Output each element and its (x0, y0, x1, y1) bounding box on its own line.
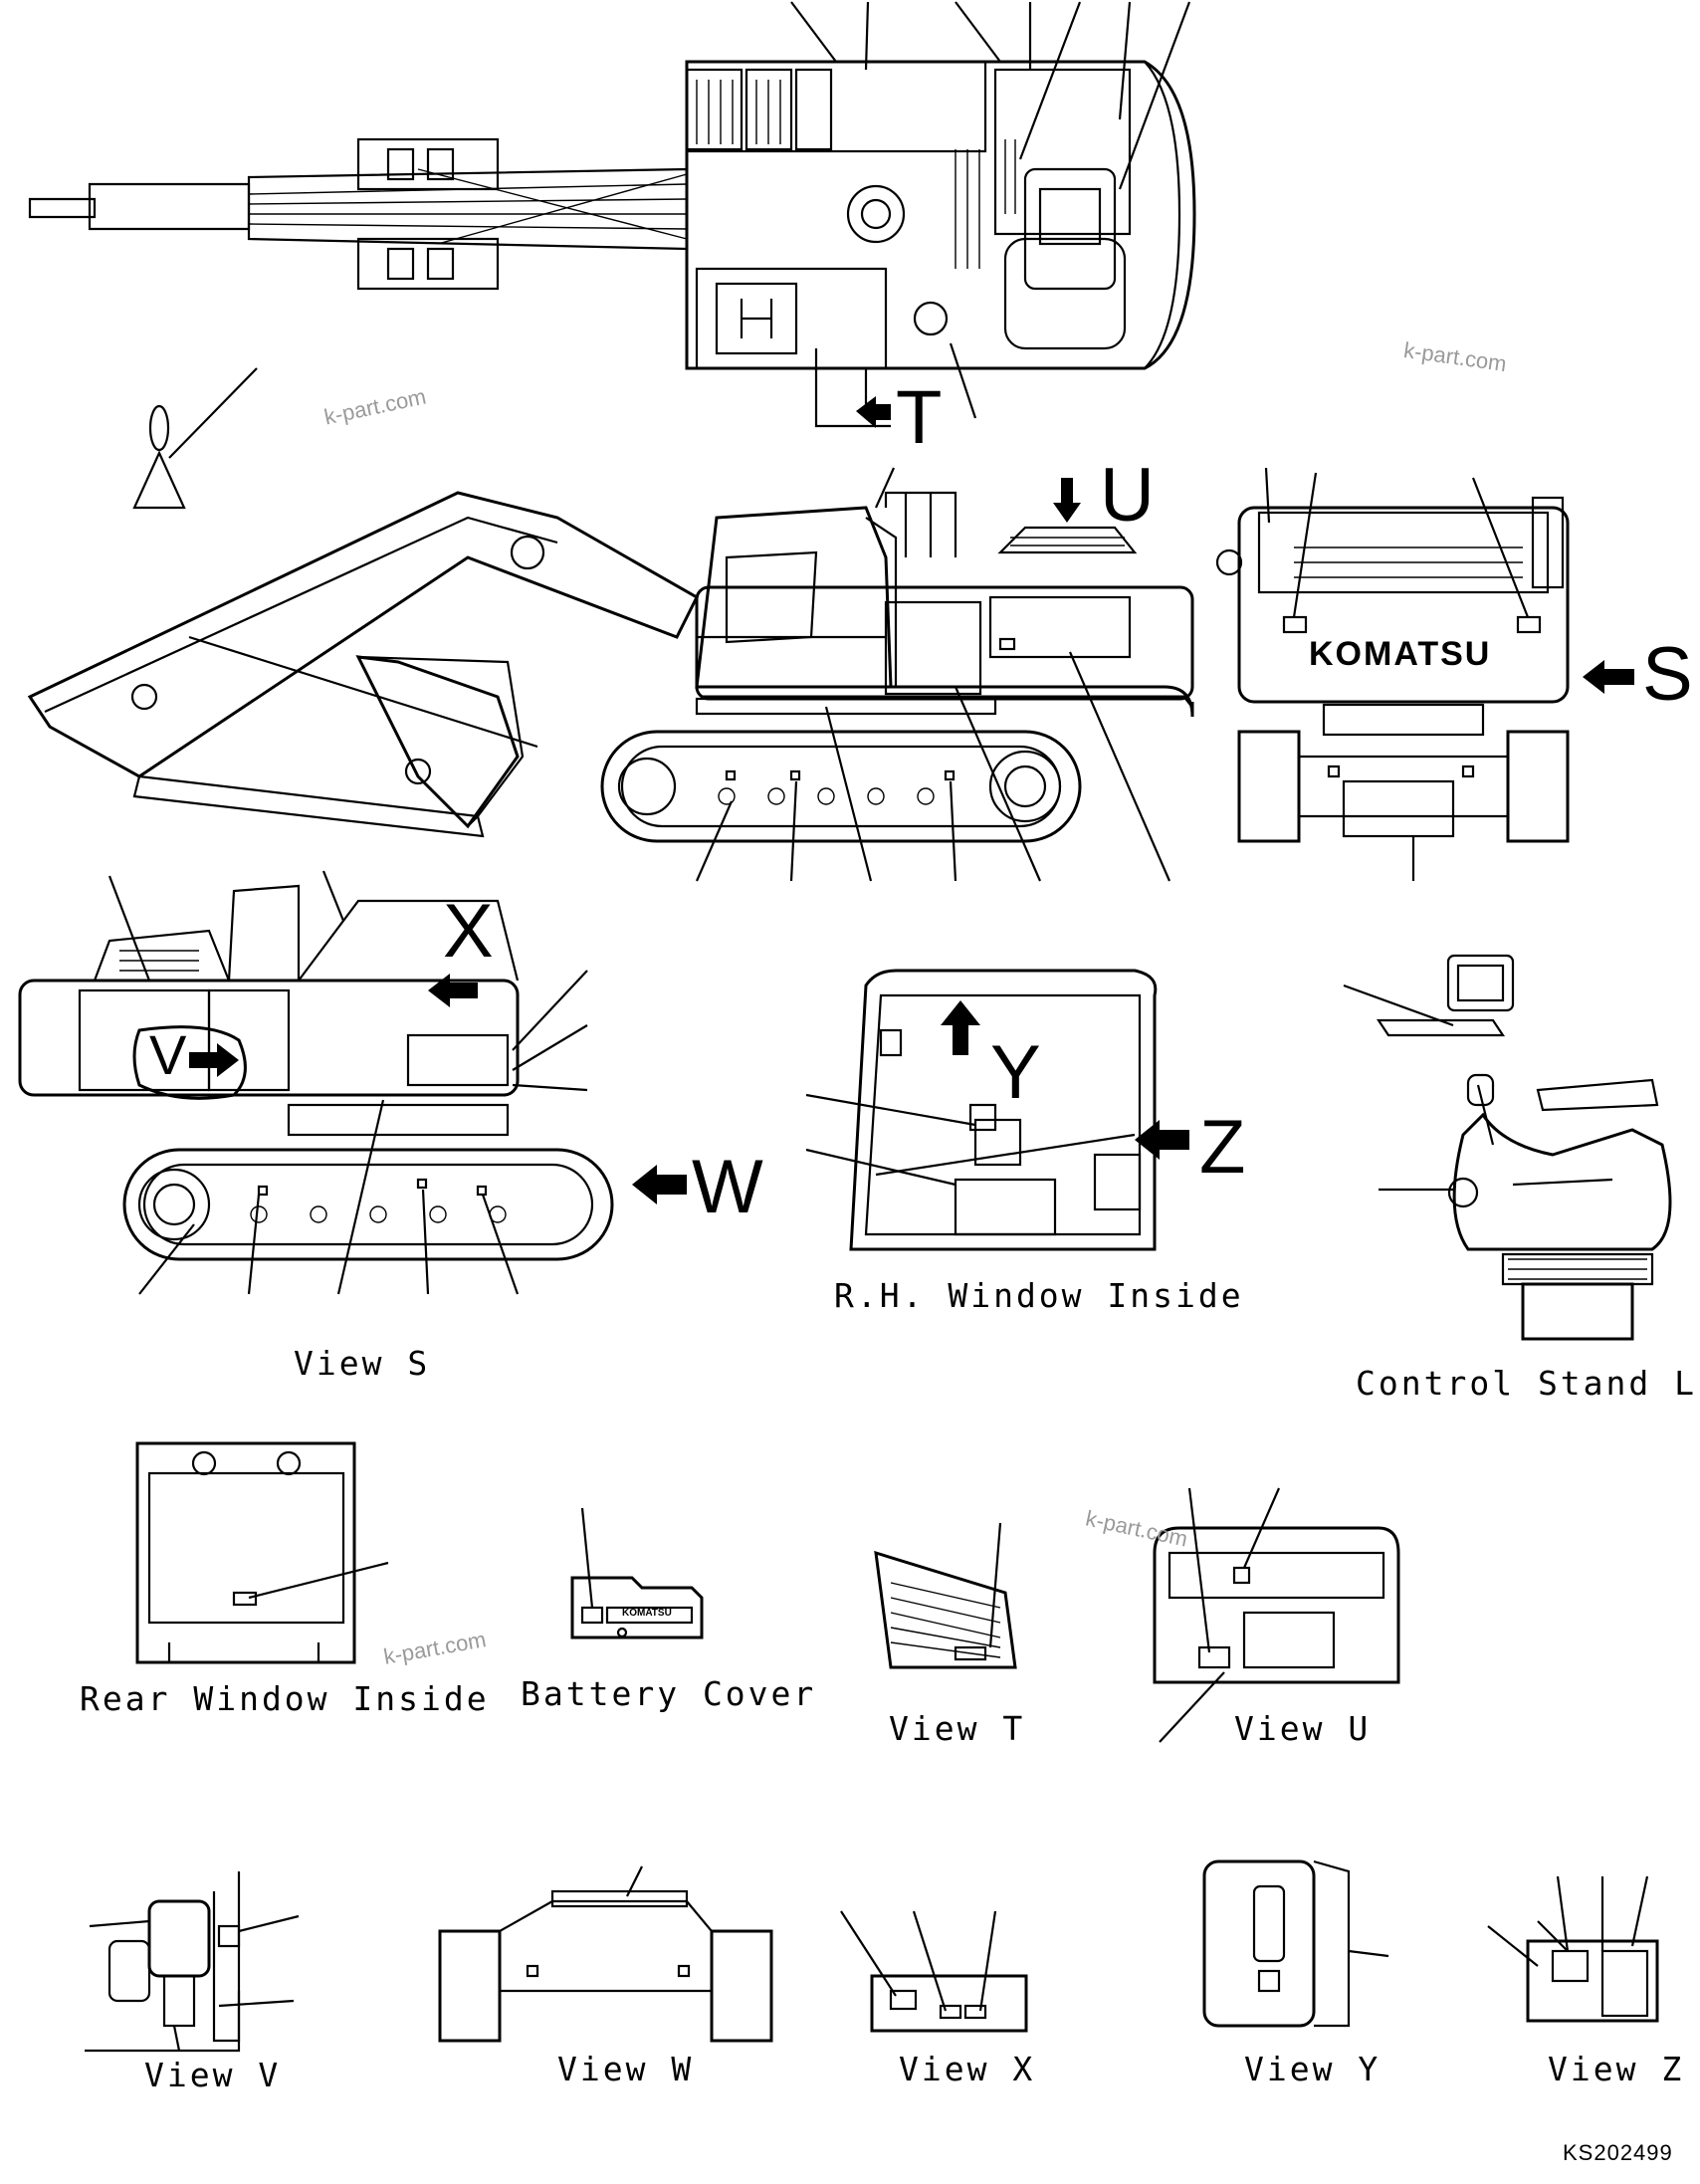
arrow-z-icon (1135, 1120, 1189, 1160)
label-rh-window-inside: R.H. Window Inside (834, 1276, 1244, 1315)
brand-logo-text: KOMATSU (1309, 635, 1492, 673)
label-battery-cover: Battery Cover (521, 1674, 817, 1713)
arrow-letter-u: U (1100, 453, 1155, 538)
arrow-letter-v: V (149, 1023, 187, 1086)
arrow-letter-z: Z (1199, 1105, 1246, 1190)
battery-cover-drawing (570, 1507, 704, 1639)
label-view-z: View Z (1548, 2050, 1685, 2088)
drawing-code: KS202499 (1563, 2140, 1673, 2165)
label-view-v: View V (144, 2056, 282, 2094)
arrow-letter-t: T (896, 375, 943, 460)
control-stand-lh-drawing (1343, 954, 1672, 1341)
rear-window-inside-drawing (135, 1441, 389, 1664)
label-rear-window-inside: Rear Window Inside (80, 1679, 490, 1718)
view-y-drawing (1202, 1859, 1389, 2028)
top-plan-view (28, 1, 1196, 510)
label-view-y: View Y (1244, 2050, 1381, 2088)
arrow-letter-s: S (1642, 632, 1693, 717)
view-v-drawing (85, 1871, 300, 2053)
view-z-drawing (1487, 1875, 1659, 2023)
arrow-y-icon (941, 1000, 980, 1055)
view-w-drawing (438, 1865, 773, 2043)
rear-view (1215, 467, 1570, 881)
label-view-w: View W (557, 2050, 695, 2088)
arrow-x-icon (428, 974, 478, 1007)
arrow-t-icon (856, 396, 891, 428)
view-x-drawing (840, 1910, 1028, 2033)
view-u-drawing (1153, 1487, 1400, 1743)
arrow-s-icon (1583, 660, 1634, 694)
label-view-t: View T (889, 1709, 1026, 1748)
arrow-letter-x: X (443, 889, 494, 974)
view-t-drawing (874, 1522, 1017, 1669)
label-control-stand-lh: Control Stand L.H. (1356, 1364, 1700, 1403)
left-side-view (27, 467, 1194, 882)
arrow-w-icon (632, 1165, 687, 1204)
label-view-u: View U (1234, 1709, 1372, 1748)
rh-window-inside-drawing (805, 969, 1158, 1251)
battery-brand-text: KOMATSU (622, 1608, 672, 1619)
arrow-letter-y: Y (990, 1030, 1041, 1115)
label-view-s: View S (294, 1344, 431, 1383)
view-s-drawing (18, 870, 614, 1295)
arrow-u-icon (1053, 478, 1081, 523)
arrow-v-icon (189, 1043, 239, 1077)
arrow-letter-w: W (692, 1145, 763, 1229)
label-view-x: View X (899, 2050, 1036, 2088)
